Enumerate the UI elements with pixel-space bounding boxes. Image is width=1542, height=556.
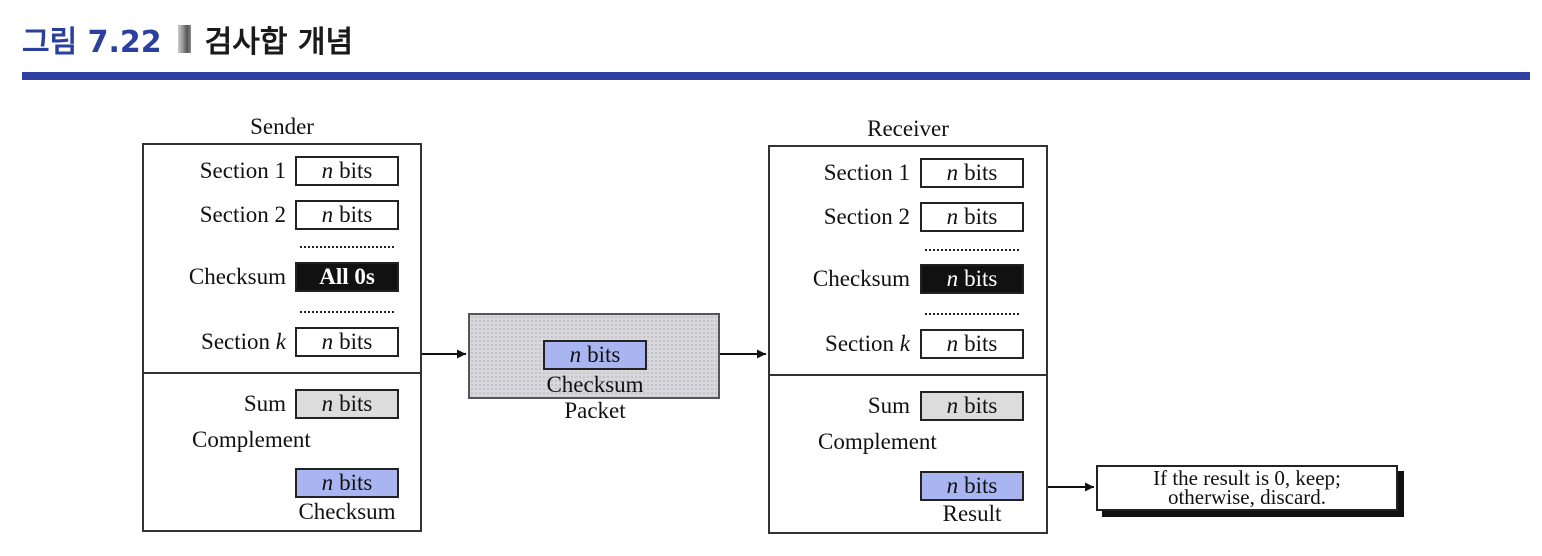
sender-section-k-text: Section	[201, 329, 271, 354]
sender-divider	[142, 372, 422, 374]
sender-checksum-value: All 0s	[319, 264, 375, 289]
packet-field-unit: bits	[587, 342, 621, 367]
receiver-divider	[768, 374, 1048, 376]
receiver-section-2-label: Section 2	[823, 204, 910, 229]
sender-section-k-unit: bits	[339, 329, 373, 354]
sender-checksum-caption: Checksum	[298, 499, 396, 524]
receiver-section-k-field-var: n	[946, 331, 959, 356]
receiver-sum-label: Sum	[867, 393, 910, 418]
receiver-sum-var: n	[946, 393, 959, 418]
sender-section-2-var: n	[321, 202, 334, 227]
receiver-result-caption: Result	[942, 501, 1002, 526]
receiver-section-1-unit: bits	[964, 160, 998, 185]
figure-number: 그림 7.22	[22, 25, 162, 60]
sender-complement-label: Complement	[192, 427, 311, 452]
sender-result-var: n	[321, 470, 334, 495]
receiver-section-k-unit: bits	[964, 331, 998, 356]
packet-label: Packet	[564, 398, 626, 423]
receiver-section-k-label: Section k	[774, 329, 910, 359]
sender-result-unit: bits	[339, 470, 373, 495]
receiver-checksum-unit: bits	[964, 266, 998, 291]
heading-rule	[22, 72, 1530, 80]
receiver-checksum-label: Checksum	[812, 266, 910, 291]
sender-section-1-label: Section 1	[199, 158, 286, 183]
receiver-sum-unit: bits	[964, 393, 998, 418]
receiver-result-unit: bits	[964, 473, 998, 498]
receiver-section-k-text: Section	[825, 331, 895, 356]
receiver-complement-label: Complement	[818, 429, 937, 454]
receiver-ellipsis-upper	[925, 249, 1019, 251]
receiver-section-1-label: Section 1	[823, 160, 910, 185]
decision-line-2: otherwise, discard.	[1167, 485, 1327, 509]
figure-heading: 그림 7.22 검사합 개념	[22, 14, 353, 64]
sender-section-k-var: k	[275, 329, 286, 354]
receiver-checksum-var: n	[946, 266, 959, 291]
sender-section-k-label: Section k	[150, 327, 286, 357]
sender-checksum-field: All 0s	[295, 262, 399, 292]
sender-section-2-label: Section 2	[199, 202, 286, 227]
decision-line-1: If the result is 0, keep;	[1153, 466, 1341, 490]
sender-section-2-unit: bits	[339, 202, 373, 227]
packet-checksum-caption: Checksum	[546, 372, 644, 397]
sender-ellipsis-lower	[300, 311, 394, 313]
sender-checksum-label: Checksum	[188, 264, 286, 289]
receiver-title: Receiver	[867, 116, 949, 141]
receiver-result-var: n	[946, 473, 959, 498]
sender-section-k-field-var: n	[321, 329, 334, 354]
sender-section-1-var: n	[321, 158, 334, 183]
sender-ellipsis-upper	[300, 246, 394, 248]
packet-field-var: n	[569, 342, 582, 367]
receiver-section-1-var: n	[946, 160, 959, 185]
sender-sum-var: n	[321, 391, 334, 416]
sender-section-1-unit: bits	[339, 158, 373, 183]
receiver-section-k-var: k	[899, 331, 910, 356]
sender-sum-label: Sum	[243, 391, 286, 416]
heading-marker-icon	[177, 25, 191, 53]
receiver-section-2-unit: bits	[964, 204, 998, 229]
sender-title: Sender	[250, 114, 314, 139]
receiver-section-2-var: n	[946, 204, 959, 229]
receiver-ellipsis-lower	[925, 313, 1019, 315]
sender-sum-unit: bits	[339, 391, 373, 416]
figure-title: 검사합 개념	[204, 25, 354, 60]
decision-box: If the result is 0, keep; otherwise, dis…	[1096, 465, 1398, 511]
